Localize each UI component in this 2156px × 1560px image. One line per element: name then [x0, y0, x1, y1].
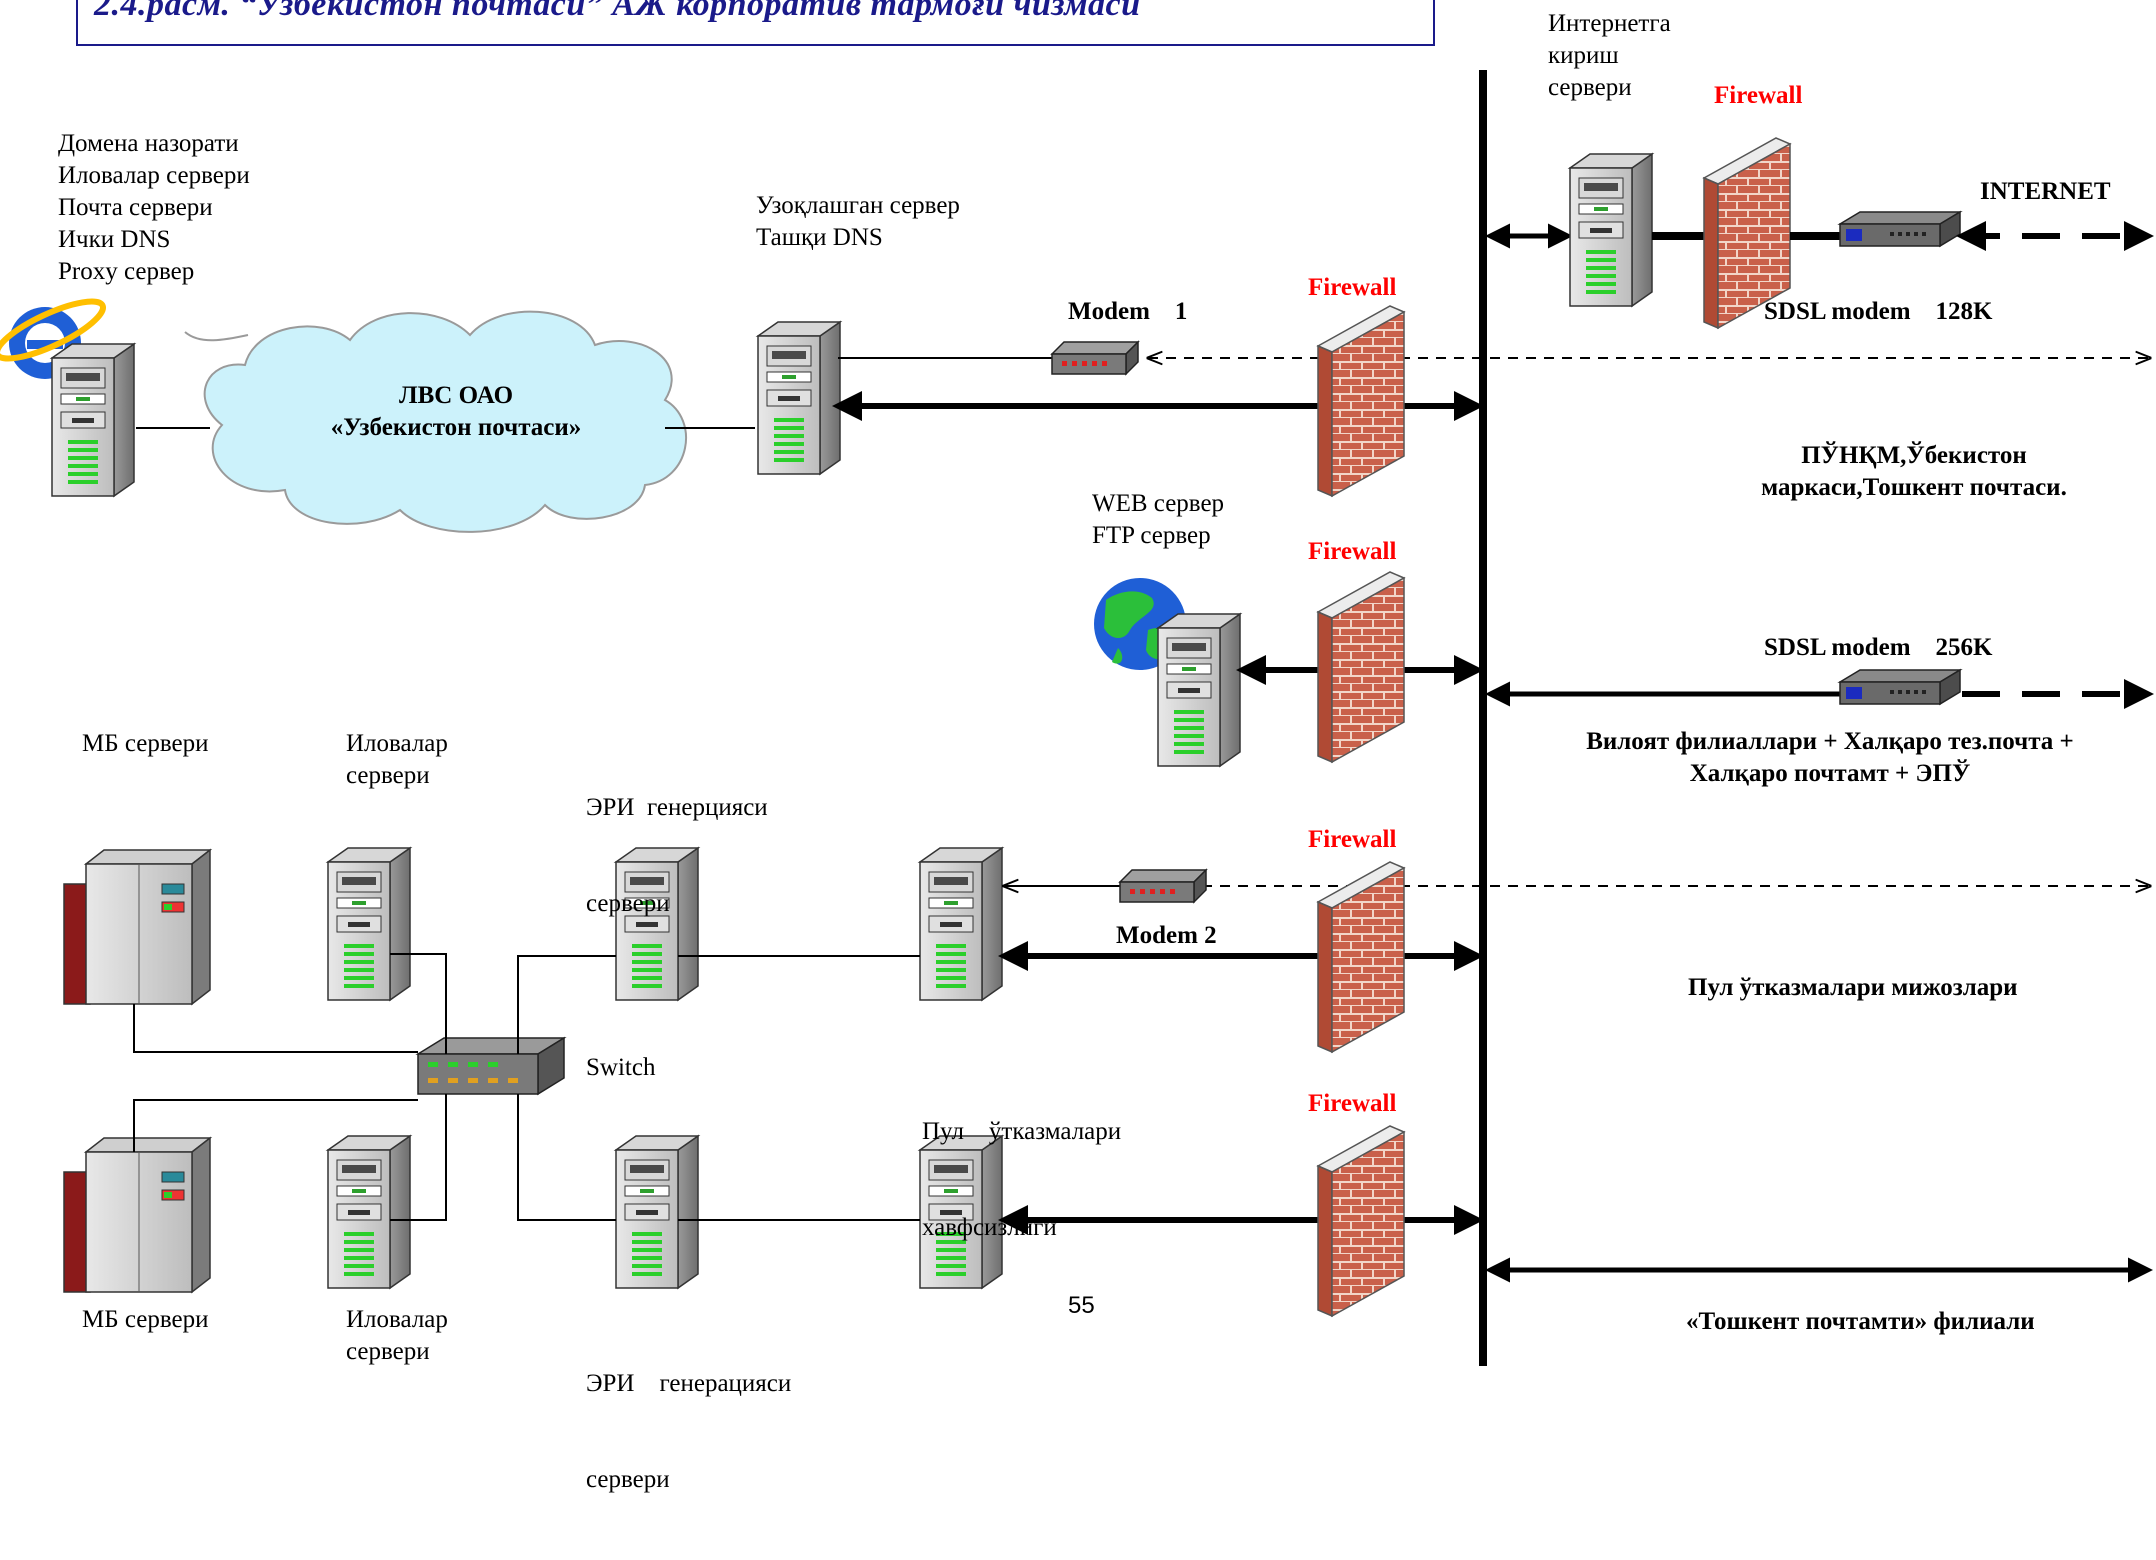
sdsl-128-label: SDSL modem 128K: [1764, 298, 1993, 325]
modem-1: [1051, 341, 1139, 375]
firewall-label-modem1: Firewall: [1308, 274, 1397, 301]
modem1-label: Modem 1: [1068, 298, 1188, 325]
firewall-label-top: Firewall: [1714, 82, 1803, 109]
eri-top-label: ЭРИ генерцияси сервери: [586, 794, 768, 917]
firewall-money-security: [1317, 861, 1405, 1053]
web-ftp-label: WEB сервер FTP сервер: [1092, 490, 1225, 549]
apps-server-bottom: [327, 1135, 411, 1289]
firewall-modem1: [1317, 305, 1405, 497]
firewall-label-money-clients: Firewall: [1308, 1090, 1397, 1117]
modem2-label: Modem 2: [1116, 922, 1217, 949]
tashkent-branch-label: «Тошкент почтамти» филиали: [1686, 1308, 2035, 1335]
firewall-money-clients: [1317, 1125, 1405, 1317]
sdsl-256-label: SDSL modem 256K: [1764, 634, 1993, 661]
figure-caption-box: 2.4.расм. “Узбекистон почтаси” АЖ корпор…: [76, 0, 1435, 46]
regional-label: Вилоят филиаллари + Халқаро тез.почта + …: [1586, 728, 2074, 787]
money-clients-label: Пул ўтказмалари мижозлари: [1688, 974, 2018, 1001]
mb-server-bottom: [63, 1137, 211, 1293]
modem-2: [1119, 869, 1207, 903]
network-switch: [415, 1036, 567, 1096]
firewall-label-money-security: Firewall: [1308, 826, 1397, 853]
page-number: 55: [1068, 1292, 1095, 1319]
remote-server: [757, 321, 841, 475]
network-diagram: 2.4.расм. “Узбекистон почтаси” АЖ корпор…: [0, 0, 2154, 1493]
sdsl-modem-256k: [1839, 669, 1961, 705]
web-ftp-server: [1157, 613, 1241, 767]
lan-cloud-shape: [184, 310, 687, 533]
sdsl-modem-128k: [1839, 211, 1961, 247]
domain-services-label: Домена назорати Иловалар сервери Почта с…: [58, 130, 250, 285]
eri-bottom-label: ЭРИ генерацияси сервери: [586, 1370, 792, 1493]
firewall-web: [1317, 571, 1405, 763]
mb-top-label: МБ сервери: [82, 730, 209, 757]
firewall-label-web: Firewall: [1308, 538, 1397, 565]
diagram-canvas: [0, 70, 2154, 1366]
apps-top-label: Иловалар сервери: [346, 730, 448, 789]
mb-bottom-label: МБ сервери: [82, 1306, 209, 1333]
internet-access-server: [1569, 153, 1653, 307]
money-security-label: Пул ўтказмалари хавфсизлиги: [922, 1118, 1122, 1241]
money-security-server: [919, 847, 1003, 1001]
eri-server-bottom: [615, 1135, 699, 1289]
switch-label: Switch: [586, 1054, 656, 1081]
lan-cloud-label: ЛВС ОАО «Узбекистон почтаси»: [330, 382, 582, 441]
apps-server-top: [327, 847, 411, 1001]
apps-bottom-label: Иловалар сервери: [346, 1306, 448, 1365]
mb-server-top: [63, 849, 211, 1005]
figure-caption: 2.4.расм. “Узбекистон почтаси” АЖ корпор…: [94, 0, 1141, 23]
punkm-label: ПЎНҚМ,Ўбекистон маркаси,Тошкент почтаси.: [1761, 442, 2067, 501]
internet-label: INTERNET: [1980, 178, 2111, 205]
lan-wiring: [133, 953, 920, 1221]
domain-controller-server: [51, 343, 135, 497]
internet-server-label: Интернетга кириш сервери: [1548, 10, 1671, 101]
remote-server-label: Узоқлашган сервер Ташқи DNS: [756, 192, 960, 251]
